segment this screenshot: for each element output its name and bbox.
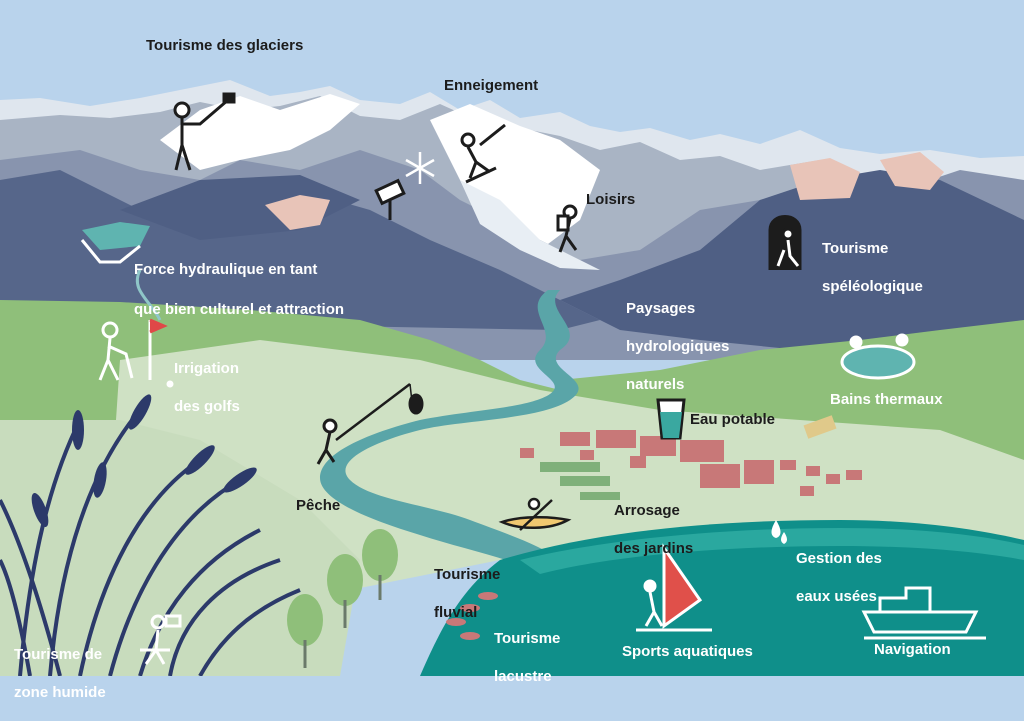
rock-far-right (880, 152, 944, 190)
rock-left (265, 195, 330, 230)
village (520, 430, 862, 496)
birdwatcher-icon (140, 614, 182, 665)
label-line: des jardins (614, 540, 694, 557)
label-line: Gestion des (796, 550, 882, 567)
label-line: zone humide (14, 684, 106, 701)
label-line: Tourisme (494, 630, 561, 647)
label-line: Arrosage (614, 502, 680, 519)
label-line: spéléologique (822, 278, 923, 295)
label-line: Tourisme de (14, 646, 103, 663)
label-navigation: Navigation (874, 641, 951, 658)
skier-icon (460, 123, 506, 184)
label-line: Tourisme (822, 240, 889, 257)
dam (80, 239, 141, 264)
rock-right (790, 158, 860, 200)
label-sports: Sports aquatiques (622, 643, 753, 660)
label-paysages: Paysages hydrologiques naturels (626, 280, 729, 413)
label-eau-potable: Eau potable (690, 411, 776, 428)
drop-icon (771, 520, 787, 544)
label-tourisme-speleo: Tourisme spéléologique (822, 220, 923, 315)
ship-icon (861, 586, 986, 640)
label-line: que bien culturel et attraction (134, 301, 345, 318)
label-line: fluvial (434, 604, 478, 621)
hiker-icon (556, 204, 578, 253)
fisher-icon (316, 383, 424, 465)
tree-trunks (303, 575, 382, 668)
golfer-icon (98, 318, 174, 388)
label-line: des golfs (174, 398, 240, 415)
glacier (160, 94, 360, 170)
landscape-illustration (0, 80, 1024, 676)
stream (135, 269, 162, 321)
dark-hills-left (0, 170, 600, 330)
label-bains: Bains thermaux (830, 391, 943, 408)
label-line: Irrigation (174, 360, 240, 377)
label-loisirs: Loisirs (586, 191, 636, 208)
label-lacustre: Tourisme lacustre (494, 610, 560, 705)
label-irrigation: Irrigation des golfs (174, 340, 240, 435)
snow-streaks (460, 180, 600, 270)
label-force-hydraulique: Force hydraulique en tant que bien cultu… (134, 240, 344, 340)
label-peche: Pêche (296, 497, 341, 514)
snowflake-icon (405, 152, 435, 184)
label-line: Force hydraulique en tant (134, 261, 318, 278)
label-line: eaux usées (796, 588, 877, 605)
label-tourisme-glaciers: Tourisme des glaciers (146, 37, 304, 54)
trees (287, 529, 398, 646)
snow-cannon-icon (374, 178, 406, 220)
label-enneigement: Enneigement (444, 77, 539, 94)
shore-rocks (446, 592, 498, 640)
river (320, 290, 579, 572)
plain-lower-left (0, 420, 360, 676)
hot-spring-icon (840, 333, 916, 380)
label-line: Paysages (626, 300, 696, 317)
kayak-icon (498, 497, 572, 531)
gardens (540, 462, 620, 500)
label-line: lacustre (494, 668, 552, 685)
climber-icon (173, 92, 236, 171)
label-line: Tourisme (434, 566, 501, 583)
water-glass-icon (656, 398, 686, 440)
windsurf-icon (636, 543, 712, 632)
reeds (0, 408, 301, 676)
label-fluvial: Tourisme fluvial (434, 546, 500, 641)
reed-heads (31, 394, 257, 528)
label-gestion: Gestion des eaux usées (796, 530, 882, 625)
label-zone-humide: Tourisme de zone humide (14, 626, 106, 721)
cave-icon (768, 215, 802, 270)
lake-shore (520, 528, 1024, 574)
label-line: hydrologiques (626, 338, 730, 355)
field (803, 415, 837, 439)
reservoir (82, 222, 150, 250)
label-arrosage: Arrosage des jardins (614, 482, 693, 577)
label-line: naturels (626, 376, 685, 393)
